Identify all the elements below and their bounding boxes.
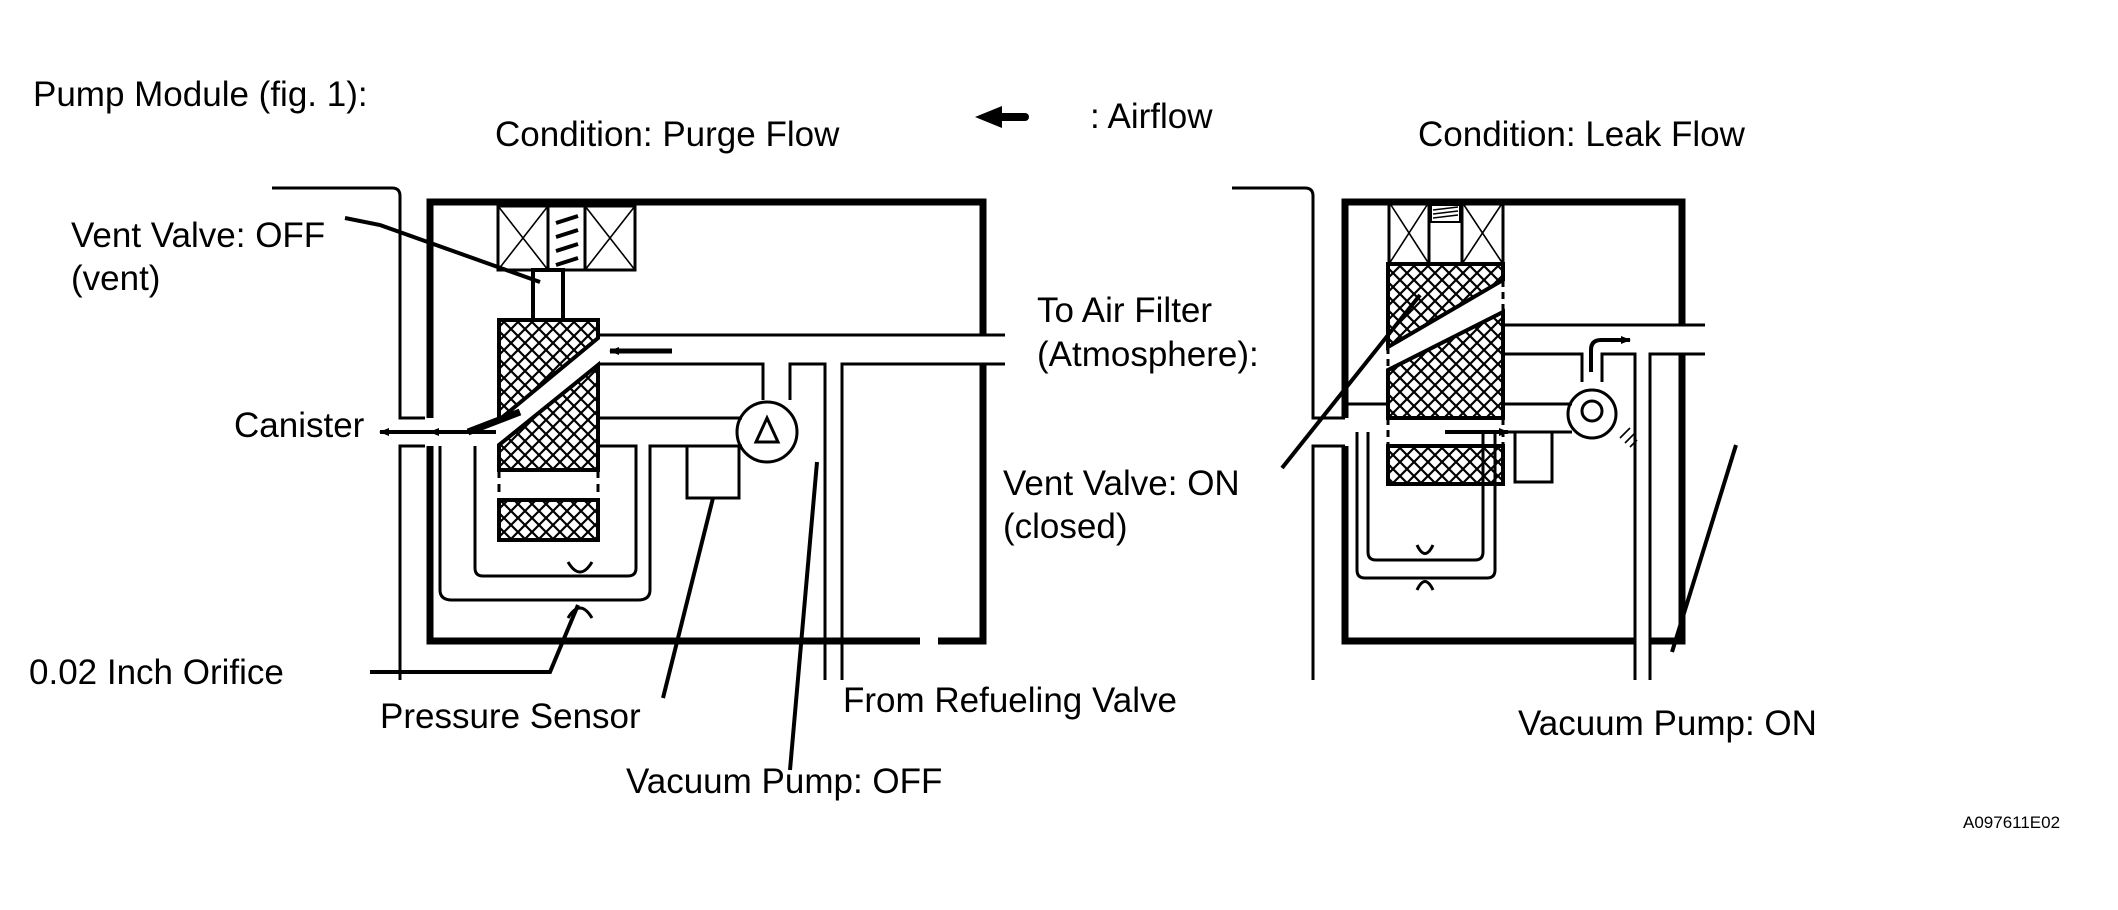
vacuum-pump-leader [788,461,819,771]
spring-icon [555,214,579,267]
left-vent-valve-label: Vent Valve: OFF [71,216,325,255]
left-arrow-icon [975,106,1029,128]
canister-pipe-upper-wall [272,186,425,420]
air-filter-sublabel: (Atmosphere): [1037,335,1259,374]
right-condition-title: Condition: Leak Flow [1418,115,1746,154]
right-vent-valve-leader [1280,293,1422,470]
left-condition-title: Condition: Purge Flow [495,115,840,154]
orifice-label: 0.02 Inch Orifice [29,653,284,692]
vent-valve-leader [344,216,541,284]
pressure-sensor-box [685,444,741,500]
module-housing-right [938,364,987,645]
right-vacuum-pump-label: Vacuum Pump: ON [1518,704,1817,743]
spring-compressed-icon [1432,206,1459,219]
left-vacuum-pump-label: Vacuum Pump: OFF [626,762,942,801]
right-vent-valve-label: Vent Valve: ON [1003,464,1240,503]
vacuum-pump-off-icon [735,400,799,464]
right-panel-leak-flow: Vent Valve: ON (closed) Vacuum Pump: ON [1003,186,1817,743]
module-housing-bottom [426,446,920,645]
figure-title: Pump Module (fig. 1): [33,75,368,114]
left-vent-valve-sublabel: (vent) [71,259,160,298]
refueling-valve-label: From Refueling Valve [843,681,1177,720]
canister-label: Canister [234,406,365,445]
pressure-sensor-leader [661,497,715,699]
airflow-arrow-to-atmosphere [1589,336,1631,372]
airflow-legend-label: : Airflow [1090,97,1213,136]
orifice-leader [370,604,580,674]
vibration-icon [1619,427,1638,448]
vacuum-pump-on-icon [1566,388,1618,440]
left-panel-purge-flow: Vent Valve: OFF (vent) Canister To Air F… [29,186,1259,801]
figure-code: A097611E02 [1963,813,2060,832]
right-vent-valve-sublabel: (closed) [1003,507,1127,546]
right-vacuum-pump-leader [1670,444,1738,653]
orifice-upper-icon [566,561,594,574]
orifice-lower-icon [566,606,594,619]
air-filter-label: To Air Filter [1037,291,1212,330]
right-pressure-sensor-box [1513,430,1554,484]
module-housing-top [426,198,987,418]
pressure-sensor-label: Pressure Sensor [380,697,641,736]
canister-pipe-lower-wall [398,444,425,680]
